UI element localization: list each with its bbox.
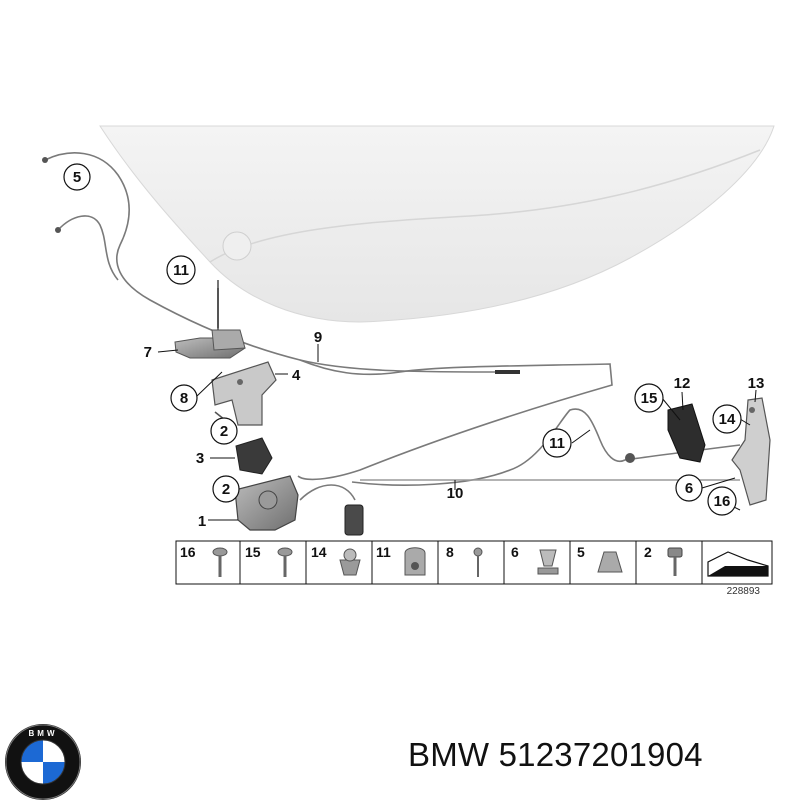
- parts-cell-6: 6: [511, 544, 559, 575]
- callout-number: 8: [180, 390, 188, 407]
- parts-cell-15: 15: [245, 544, 293, 577]
- callout-number: 9: [314, 329, 322, 346]
- parts-strip: 16 15 14 11 8 6 5: [175, 540, 773, 585]
- callout-number: 16: [714, 493, 731, 510]
- hood-symbol-icon: [707, 551, 769, 577]
- callout-number: 5: [73, 169, 81, 186]
- callout-1: 1: [198, 513, 206, 530]
- callout-13: 13: [748, 375, 765, 392]
- bmw-logo: BMW: [5, 724, 81, 800]
- parts-cell-number: 2: [644, 544, 652, 560]
- hood-lock: [235, 437, 273, 475]
- callout-number: 2: [222, 481, 230, 498]
- callout-number: 13: [748, 375, 765, 392]
- callout-number: 15: [641, 390, 658, 407]
- callout-number: 12: [674, 375, 691, 392]
- parts-cell-number: 5: [577, 544, 585, 560]
- callout-12: 12: [674, 375, 691, 392]
- callout-8: 8: [170, 384, 198, 412]
- callout-9: 9: [314, 329, 322, 346]
- parts-cell-5: 5: [577, 544, 623, 573]
- main-latch: [234, 475, 364, 536]
- callout-number: 1: [198, 513, 206, 530]
- lock-bracket: [211, 361, 277, 426]
- brand-name: BMW: [408, 736, 490, 773]
- callout-number: 7: [144, 344, 152, 361]
- callout-10: 10: [447, 485, 464, 502]
- parts-cell-number: 14: [311, 544, 327, 560]
- callout-11-lower: 11: [542, 428, 572, 458]
- callout-2-lower: 2: [212, 475, 240, 503]
- hood-panel: [99, 125, 775, 323]
- callout-5: 5: [63, 163, 91, 191]
- callout-6: 6: [675, 474, 703, 502]
- part-number: 51237201904: [498, 736, 703, 773]
- callout-15: 15: [634, 383, 664, 413]
- parts-cell-number: 16: [180, 544, 196, 560]
- callout-number: 4: [292, 367, 301, 384]
- parts-cell-number: 15: [245, 544, 261, 560]
- callout-16: 16: [707, 486, 737, 516]
- callout-number: 11: [173, 262, 189, 279]
- parts-cell-number: 6: [511, 544, 519, 560]
- leader-lines: [157, 288, 757, 521]
- parts-cell-8: 8: [446, 544, 483, 577]
- callout-14: 14: [712, 404, 742, 434]
- logo-text: BMW: [29, 729, 58, 738]
- part-caption: BMW 51237201904: [408, 736, 703, 774]
- callout-number: 6: [685, 480, 693, 497]
- callout-7: 7: [144, 344, 152, 361]
- callout-2-upper: 2: [210, 417, 238, 445]
- callout-number: 11: [549, 435, 565, 452]
- cable-end-fittings: [42, 157, 635, 463]
- parts-cell-number: 8: [446, 544, 454, 560]
- hood-catch: [667, 397, 771, 506]
- parts-cell-11: 11: [376, 544, 426, 576]
- parts-cell-16: 16: [180, 544, 228, 577]
- callout-3: 3: [196, 450, 204, 467]
- callout-number: 2: [220, 423, 228, 440]
- parts-cell-2: 2: [644, 544, 683, 576]
- callout-number: 14: [719, 411, 736, 428]
- callout-number: 3: [196, 450, 204, 467]
- callout-number: 10: [447, 485, 464, 502]
- release-cables: [44, 152, 741, 501]
- diagram-reference-number: 228893: [727, 586, 761, 597]
- parts-cell-14: 14: [311, 544, 361, 576]
- parts-cell-number: 11: [376, 544, 391, 560]
- callout-11-upper: 11: [166, 255, 196, 285]
- release-handle: [174, 329, 246, 359]
- callout-4: 4: [292, 367, 301, 384]
